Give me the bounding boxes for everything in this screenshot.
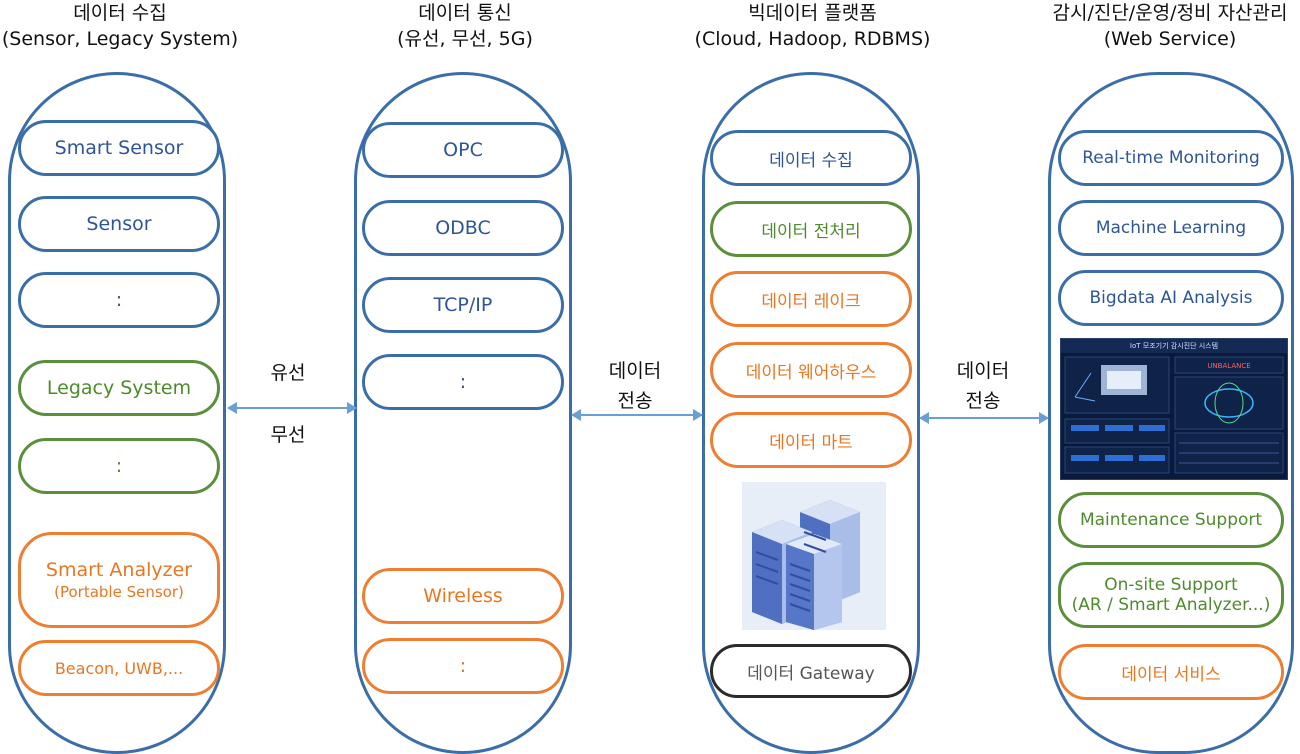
node-realtime-monitoring: Real-time Monitoring (1058, 130, 1284, 186)
link-label-transfer-2: 데이터 전송 (948, 356, 1018, 416)
node-label: Real-time Monitoring (1082, 148, 1260, 168)
node-beacon-uwb: Beacon, UWB,... (18, 640, 220, 696)
node-odbc: ODBC (362, 200, 564, 256)
node-bigdata-ai-analysis: Bigdata AI Analysis (1058, 270, 1284, 326)
node-label: OPC (443, 139, 483, 161)
node-data-gateway: 데이터 Gateway (710, 644, 912, 698)
server-illustration (742, 482, 886, 630)
server-rack-icon (752, 500, 860, 630)
double-arrow-platform-asset-management (919, 412, 1049, 424)
column-title-communication: 데이터 통신 (유선, 무선, 5G) (350, 0, 580, 52)
node-opc: OPC (362, 122, 564, 178)
node-ellipsis-legacy: : (18, 438, 220, 494)
label-text: 무선 (270, 424, 306, 446)
node-smart-analyzer: Smart Analyzer (Portable Sensor) (18, 532, 220, 628)
node-data-mart: 데이터 마트 (710, 412, 912, 468)
node-legacy-system: Legacy System (18, 360, 220, 416)
node-label: 데이터 웨어하우스 (745, 362, 877, 383)
node-label: Bigdata AI Analysis (1089, 288, 1253, 308)
node-label: Beacon, UWB,... (54, 658, 184, 678)
node-ellipsis-protocol: : (362, 354, 564, 410)
double-arrow-communication-platform (571, 409, 703, 421)
node-label: 데이터 전처리 (761, 221, 861, 242)
label-text: 유선 (270, 362, 306, 384)
node-data-lake: 데이터 레이크 (710, 271, 912, 327)
node-onsite-support: On-site Support (AR / Smart Analyzer...) (1058, 562, 1284, 628)
node-label: Wireless (423, 585, 503, 607)
node-label: 데이터 마트 (769, 432, 853, 453)
node-label: Legacy System (46, 377, 192, 399)
title-sub: (Cloud, Hadoop, RDBMS) (694, 28, 931, 50)
node-ellipsis-sensor: : (18, 272, 220, 328)
node-label: 데이터 Gateway (747, 663, 875, 684)
label-text: 데이터 (956, 360, 1010, 382)
node-machine-learning: Machine Learning (1058, 200, 1284, 256)
node-data-collection: 데이터 수집 (710, 130, 912, 186)
node-label: Maintenance Support (1079, 510, 1263, 530)
node-label: Smart Sensor (54, 137, 184, 159)
link-label-transfer-1: 데이터 전송 (600, 356, 670, 416)
title-main: 데이터 수집 (73, 2, 167, 24)
node-label: 데이터 수집 (769, 150, 853, 171)
node-data-preprocessing: 데이터 전처리 (710, 201, 912, 257)
node-label: Smart Analyzer (45, 559, 193, 581)
node-label: : (115, 455, 123, 477)
node-label: Machine Learning (1095, 218, 1247, 238)
node-sensor: Sensor (18, 196, 220, 252)
node-label: 데이터 서비스 (1121, 664, 1221, 685)
link-label-wired: 유선 (258, 358, 318, 388)
title-main: 데이터 통신 (418, 2, 512, 24)
node-label: : (115, 289, 123, 311)
dashboard-graphics: UNBALANCE (1064, 356, 1284, 474)
node-maintenance-support: Maintenance Support (1058, 492, 1284, 548)
title-main: 빅데이터 플랫폼 (748, 2, 877, 24)
node-smart-sensor: Smart Sensor (18, 120, 220, 176)
double-arrow-collection-communication (227, 402, 357, 414)
column-title-asset-management: 감시/진단/운영/정비 자산관리 (Web Service) (1040, 0, 1300, 52)
node-sublabel: (Portable Sensor) (54, 583, 184, 601)
dashboard-alert: UNBALANCE (1207, 362, 1250, 370)
node-wireless: Wireless (362, 568, 564, 624)
dashboard-header: IoT 모조기기 감시진단 시스템 (1061, 339, 1287, 353)
node-label: On-site Support (1104, 575, 1238, 595)
node-ellipsis-wireless: : (362, 638, 564, 694)
node-label: : (459, 371, 467, 393)
dashboard-title: IoT 모조기기 감시진단 시스템 (1129, 342, 1219, 350)
title-main: 감시/진단/운영/정비 자산관리 (1052, 2, 1288, 24)
node-label: ODBC (435, 217, 491, 239)
label-text: 전송 (617, 390, 653, 412)
node-tcp-ip: TCP/IP (362, 277, 564, 333)
link-label-wireless: 무선 (258, 420, 318, 450)
label-text: 데이터 (608, 360, 662, 382)
label-text: 전송 (965, 390, 1001, 412)
title-sub: (Sensor, Legacy System) (1, 28, 239, 50)
node-label: TCP/IP (433, 294, 493, 316)
node-label: : (459, 655, 467, 677)
node-data-warehouse: 데이터 웨어하우스 (710, 342, 912, 398)
node-sublabel: (AR / Smart Analyzer...) (1071, 595, 1271, 615)
node-label: 데이터 레이크 (761, 291, 861, 312)
column-title-platform: 빅데이터 플랫폼 (Cloud, Hadoop, RDBMS) (690, 0, 935, 52)
title-sub: (Web Service) (1103, 28, 1237, 50)
dashboard-screenshot: IoT 모조기기 감시진단 시스템 UNBALANCE (1060, 338, 1288, 480)
node-label: Sensor (86, 213, 152, 235)
title-sub: (유선, 무선, 5G) (397, 28, 533, 50)
column-title-collection: 데이터 수집 (Sensor, Legacy System) (0, 0, 240, 52)
node-data-service: 데이터 서비스 (1058, 644, 1284, 700)
